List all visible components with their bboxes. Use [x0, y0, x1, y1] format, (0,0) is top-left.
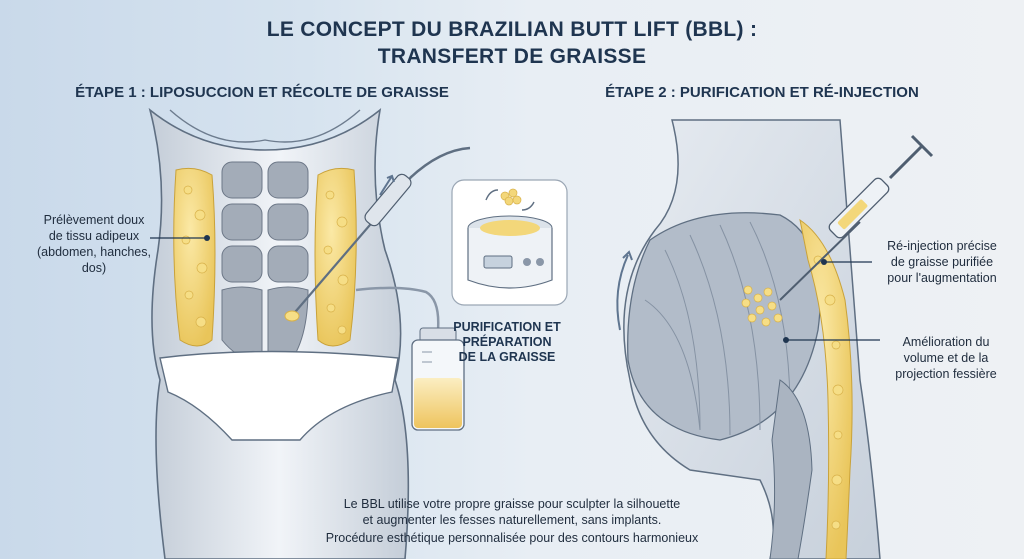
- collection-jar: [411, 327, 465, 431]
- footer-line-3: Procédure esthétique personnalisée pour …: [325, 531, 699, 545]
- volume-label: Amélioration du volume et de la projecti…: [895, 335, 997, 381]
- underwear: [159, 350, 399, 441]
- step1-heading: ÉTAPE 1 : LIPOSUCCION ET RÉCOLTE DE GRAI…: [75, 84, 449, 101]
- fat-layer-right: [314, 167, 357, 347]
- fat-layer-buttock: [799, 218, 853, 559]
- page-title: LE CONCEPT DU BRAZILIAN BUTT LIFT (BBL) …: [0, 16, 1024, 70]
- fat-layer-left: [173, 167, 216, 347]
- purification-label: PURIFICATION ET PRÉPARATION DE LA GRAISS…: [453, 320, 561, 364]
- centrifuge-device: [451, 179, 568, 306]
- injected-fat: [741, 285, 783, 327]
- harvest-label: Prélèvement doux de tissu adipeux (abdom…: [37, 213, 151, 275]
- footer-line-1: Le BBL utilise votre propre graisse pour…: [343, 497, 681, 511]
- buttock-figure: [616, 119, 881, 559]
- torso-figure: [148, 107, 410, 559]
- step2-heading: ÉTAPE 2 : PURIFICATION ET RÉ-INJECTION: [605, 84, 919, 101]
- suction-tube: [355, 286, 440, 331]
- abdominal-muscles: [221, 161, 309, 366]
- title-line-1: LE CONCEPT DU BRAZILIAN BUTT LIFT (BBL) …: [266, 18, 758, 41]
- footer-line-2: et augmenter les fesses naturellement, s…: [362, 513, 662, 527]
- injection-syringe: [779, 134, 934, 301]
- reinjection-label: Ré-injection précise de graisse purifiée…: [887, 239, 997, 285]
- liposuction-cannula: [284, 146, 471, 322]
- title-line-2: TRANSFERT DE GRAISSE: [377, 45, 647, 68]
